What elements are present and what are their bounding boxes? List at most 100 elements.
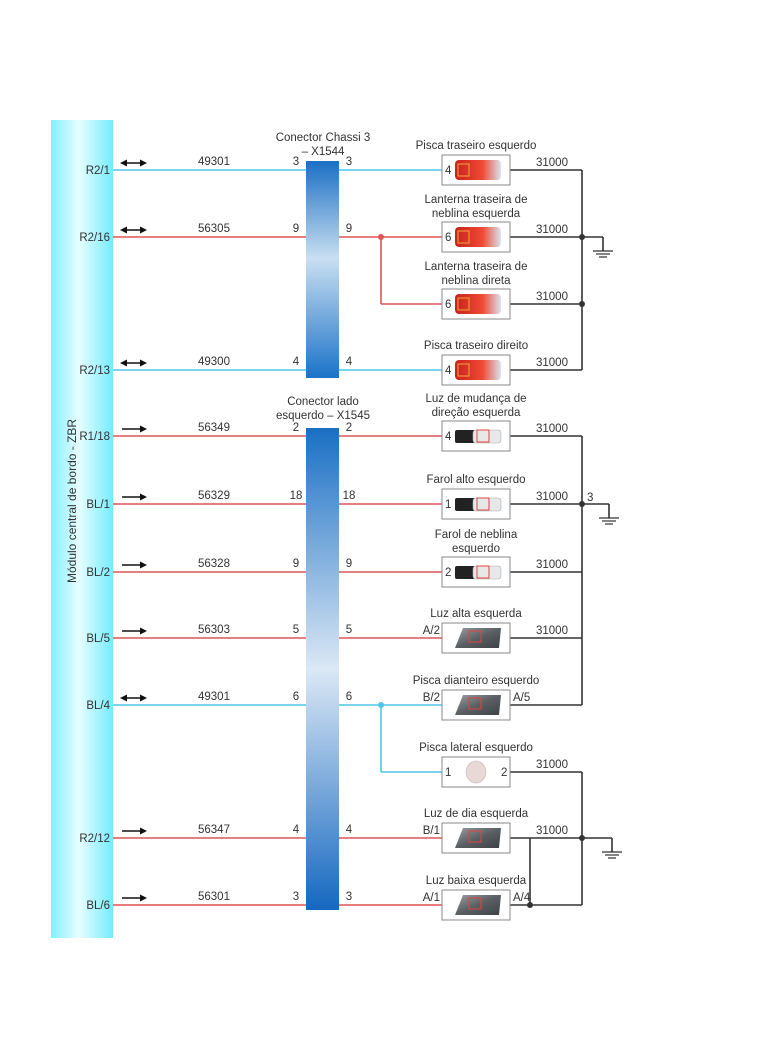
connector-pin-in: 2 bbox=[293, 422, 299, 434]
component-name-line2: neblina direta bbox=[441, 275, 511, 287]
connector-pin-in: 18 bbox=[290, 490, 303, 502]
component-pin-in: A/1 bbox=[423, 892, 440, 904]
lamp-highlight bbox=[468, 830, 482, 843]
arrow-right-icon bbox=[122, 493, 147, 501]
headlamp-icon bbox=[455, 695, 501, 715]
junction-dot bbox=[378, 702, 384, 708]
module-pin-label: R2/13 bbox=[79, 365, 110, 377]
component-pin-out: 2 bbox=[501, 767, 507, 779]
lamp-highlight bbox=[468, 630, 482, 643]
ground-label: 3 bbox=[587, 492, 593, 504]
module-pin-label: BL/2 bbox=[86, 567, 110, 579]
wire-id-label: 49301 bbox=[198, 691, 230, 703]
connector-x1544-bar bbox=[306, 161, 339, 378]
connector-pin-out: 4 bbox=[346, 824, 353, 836]
connector-pin-out: 6 bbox=[346, 691, 352, 703]
component-name: Luz de dia esquerda bbox=[424, 808, 529, 820]
connector-pin-in: 6 bbox=[293, 691, 299, 703]
wire-id-label: 56329 bbox=[198, 490, 230, 502]
component-pin-out: A/4 bbox=[513, 892, 531, 904]
ground-wire-label: 31000 bbox=[536, 625, 568, 637]
connector-pin-out: 9 bbox=[346, 558, 352, 570]
component-pin-in: 1 bbox=[445, 767, 451, 779]
wire-id-label: 49300 bbox=[198, 356, 230, 368]
ground-wire-label: 31000 bbox=[536, 291, 568, 303]
component-name-line2: direção esquerda bbox=[432, 407, 521, 419]
connector-x1545-bar bbox=[306, 428, 339, 910]
headlamp-icon bbox=[455, 628, 501, 648]
connector-x1544-title-2: – X1544 bbox=[302, 146, 345, 158]
arrow-right-icon bbox=[122, 425, 147, 433]
wire-id-label: 56303 bbox=[198, 624, 230, 636]
module-pin-label: BL/4 bbox=[86, 700, 110, 712]
connector-pin-in: 3 bbox=[293, 156, 299, 168]
connector-pin-in: 4 bbox=[293, 824, 300, 836]
lamp-highlight bbox=[457, 363, 470, 377]
side-marker-icon bbox=[465, 760, 487, 784]
ground-wire-label: 31000 bbox=[536, 224, 568, 236]
wire-id-label: 56305 bbox=[198, 223, 230, 235]
ground-layer: 3 bbox=[527, 234, 622, 908]
lamp-highlight bbox=[476, 565, 490, 579]
component-pin-in: 4 bbox=[445, 365, 452, 377]
component-pin-out: A/5 bbox=[513, 692, 530, 704]
component-name-line1: Lanterna traseira de bbox=[425, 261, 528, 273]
lamp-highlight bbox=[476, 497, 490, 511]
headlamp-icon bbox=[455, 828, 501, 848]
component-name-line1: Farol de neblina bbox=[435, 529, 518, 541]
connector-pin-out: 18 bbox=[343, 490, 356, 502]
component-name: Pisca lateral esquerdo bbox=[419, 742, 533, 754]
ground-wire-label: 31000 bbox=[536, 759, 568, 771]
connector-x1545-title-2: esquerdo – X1545 bbox=[276, 410, 370, 422]
component-name: Pisca dianteiro esquerdo bbox=[413, 675, 540, 687]
lamp-highlight bbox=[457, 297, 470, 311]
connector-x1545-title-1: Conector lado bbox=[287, 396, 359, 408]
arrow-right-icon bbox=[122, 827, 147, 835]
component-pin-in: 4 bbox=[445, 431, 452, 443]
junction-dot bbox=[527, 902, 533, 908]
component-pin-in: 1 bbox=[445, 499, 451, 511]
headlamp-icon bbox=[455, 895, 501, 915]
module-pin-label: BL/5 bbox=[86, 633, 110, 645]
wire-id-label: 56349 bbox=[198, 422, 230, 434]
connector-pin-in: 9 bbox=[293, 558, 299, 570]
connector-pin-in: 4 bbox=[293, 356, 300, 368]
connector-pin-out: 5 bbox=[346, 624, 352, 636]
lamp-highlight bbox=[476, 429, 490, 443]
connector-pin-in: 3 bbox=[293, 891, 299, 903]
wire-id-label: 56328 bbox=[198, 558, 230, 570]
ground-icon bbox=[602, 851, 622, 859]
bumper-lamp-icon bbox=[455, 566, 475, 579]
component-name-line1: Lanterna traseira de bbox=[425, 194, 528, 206]
junction-dot bbox=[579, 234, 585, 240]
junction-dot bbox=[579, 501, 585, 507]
component-pin-in: A/2 bbox=[423, 625, 440, 637]
component-name-line2: neblina esquerda bbox=[432, 208, 521, 220]
ground-icon bbox=[593, 250, 613, 258]
tail-lamp-icon bbox=[455, 294, 501, 314]
connector-pin-out: 2 bbox=[346, 422, 352, 434]
bumper-lamp-icon bbox=[455, 498, 475, 511]
connector-x1544-title-1: Conector Chassi 3 bbox=[276, 132, 371, 144]
connector-pin-out: 3 bbox=[346, 891, 352, 903]
ground-wire-label: 31000 bbox=[536, 491, 568, 503]
lamp-highlight bbox=[457, 163, 470, 177]
component-pin-in: B/1 bbox=[423, 825, 440, 837]
ground-wire-label: 31000 bbox=[536, 357, 568, 369]
connector-pin-in: 9 bbox=[293, 223, 299, 235]
module-pin-label: R2/12 bbox=[79, 833, 110, 845]
wire-id-label: 56347 bbox=[198, 824, 230, 836]
junction-dot bbox=[579, 835, 585, 841]
module-pin-label: R1/18 bbox=[79, 431, 110, 443]
connector-pin-in: 5 bbox=[293, 624, 299, 636]
component-name: Pisca traseiro esquerdo bbox=[416, 140, 537, 152]
junction-dot bbox=[579, 301, 585, 307]
module-pin-label: R2/16 bbox=[79, 232, 110, 244]
arrow-right-icon bbox=[122, 561, 147, 569]
component-pin-in: 4 bbox=[445, 165, 452, 177]
component-pin-in: 6 bbox=[445, 232, 451, 244]
module-pin-label: BL/6 bbox=[86, 900, 110, 912]
